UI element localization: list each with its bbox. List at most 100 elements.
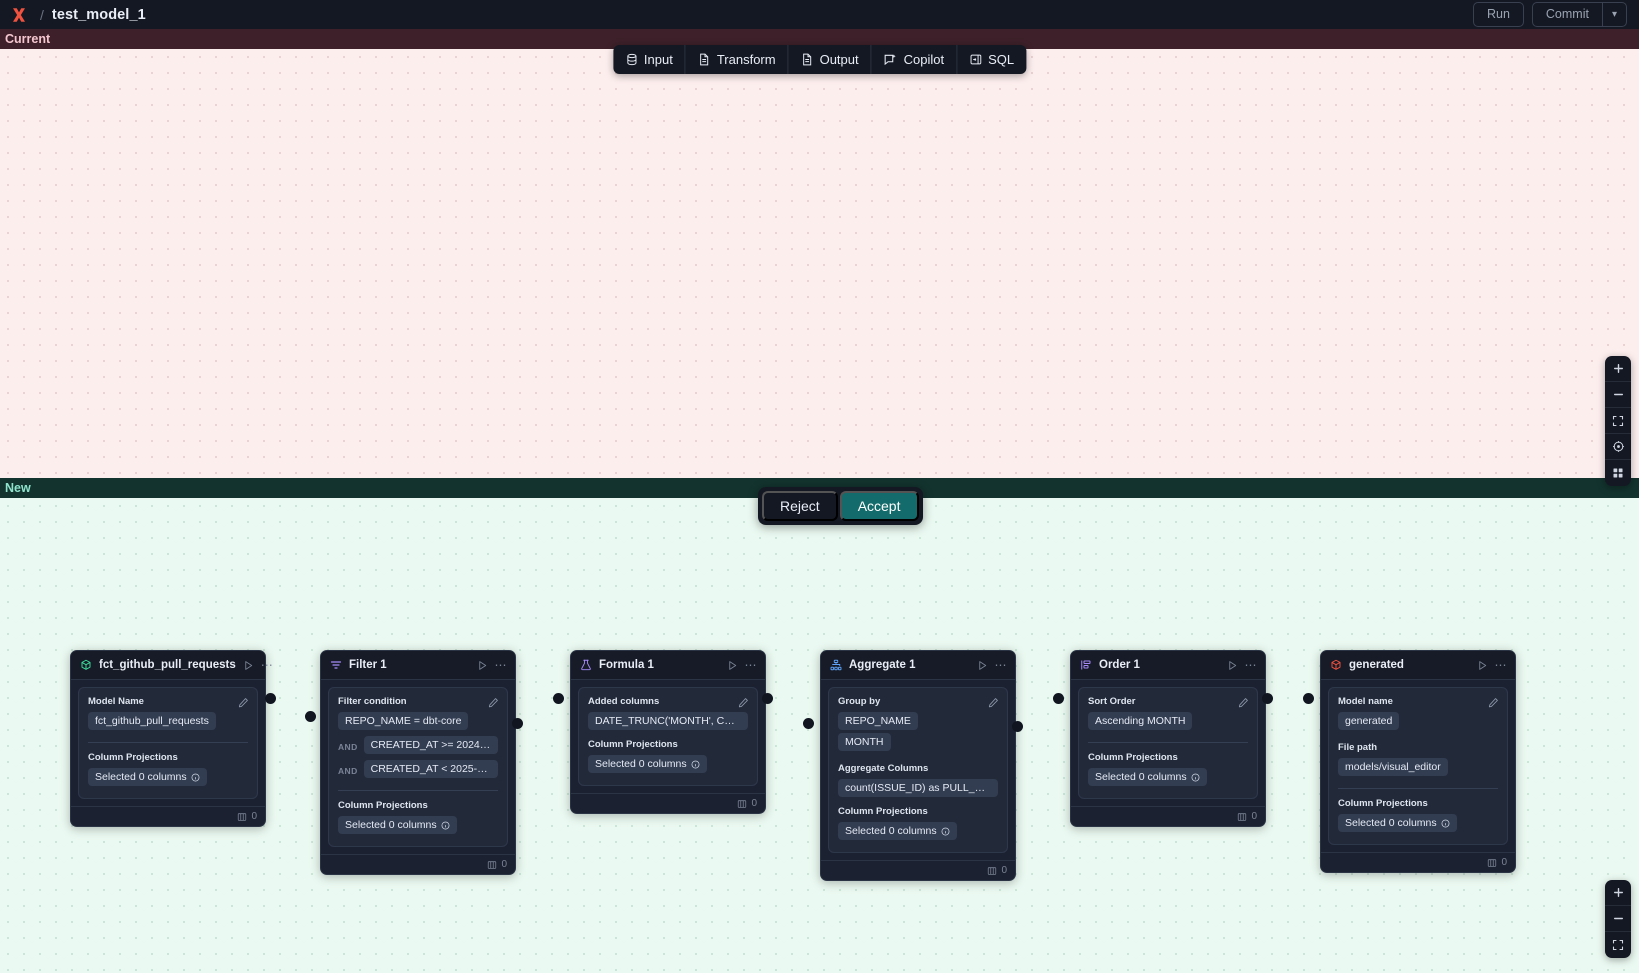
- node-title: Aggregate 1: [849, 659, 916, 671]
- node-menu-icon[interactable]: ⋯: [260, 658, 274, 672]
- condition-chip[interactable]: REPO_NAME = dbt-core: [338, 712, 469, 730]
- zoom-in-icon[interactable]: [1605, 880, 1631, 906]
- edit-pencil-icon[interactable]: [488, 695, 499, 713]
- value-chip[interactable]: MONTH: [838, 733, 891, 751]
- condition-operator: AND: [338, 765, 358, 776]
- value-chip[interactable]: Ascending MONTH: [1088, 712, 1193, 730]
- run-node-icon[interactable]: [1227, 660, 1238, 671]
- node-header[interactable]: generated ⋯: [1321, 651, 1515, 680]
- run-node-icon[interactable]: [1477, 660, 1488, 671]
- chevron-down-icon[interactable]: ▾: [1601, 3, 1626, 26]
- zoom-in-icon[interactable]: [1605, 356, 1631, 382]
- run-node-icon[interactable]: [977, 660, 988, 671]
- filter-condition-row[interactable]: AND CREATED_AT < 2025-03-01: [338, 760, 498, 781]
- run-button[interactable]: Run: [1472, 2, 1524, 27]
- node-menu-icon[interactable]: ⋯: [994, 658, 1007, 672]
- value-chip[interactable]: REPO_NAME: [838, 712, 918, 730]
- value-chip[interactable]: Selected 0 columns: [838, 822, 957, 840]
- value-chip[interactable]: Selected 0 columns: [88, 768, 207, 786]
- row-count-icon: [737, 799, 747, 809]
- node-title: Formula 1: [599, 659, 654, 671]
- zoom-out-icon[interactable]: [1605, 382, 1631, 408]
- value-chip[interactable]: DATE_TRUNC('MONTH', CREATED_AT...: [588, 712, 748, 730]
- canvas-current[interactable]: [0, 49, 1639, 478]
- node-footer: 0: [71, 806, 265, 826]
- condition-operator: AND: [338, 741, 358, 752]
- node-title: generated: [1349, 659, 1404, 671]
- row-count-icon: [237, 812, 247, 822]
- node-header[interactable]: fct_github_pull_requests⋯: [71, 651, 273, 680]
- value-chip[interactable]: Selected 0 columns: [588, 755, 707, 773]
- node-header[interactable]: Formula 1 ⋯: [571, 651, 765, 680]
- row-count-value: 0: [1501, 857, 1507, 868]
- filter-condition-row[interactable]: AND CREATED_AT >= 2024-12-01: [338, 736, 498, 757]
- section-label: Model name: [1338, 696, 1393, 707]
- value-chip[interactable]: Selected 0 columns: [1338, 814, 1457, 832]
- condition-chip[interactable]: CREATED_AT >= 2024-12-01: [363, 736, 498, 754]
- value-chip[interactable]: Selected 0 columns: [338, 816, 457, 834]
- center-target-icon[interactable]: [1605, 434, 1631, 460]
- node-menu-icon[interactable]: ⋯: [1494, 658, 1507, 672]
- toolbar-divider: [787, 45, 789, 74]
- section-label: Column Projections: [838, 806, 928, 817]
- edit-pencil-icon[interactable]: [738, 695, 749, 713]
- commit-button[interactable]: Commit: [1545, 7, 1589, 21]
- node-menu-icon[interactable]: ⋯: [1244, 658, 1257, 672]
- fit-view-icon[interactable]: [1605, 932, 1631, 958]
- accept-button[interactable]: Accept: [839, 491, 919, 521]
- run-node-icon[interactable]: [727, 660, 738, 671]
- run-node-icon[interactable]: [243, 660, 254, 671]
- filter-condition-row[interactable]: REPO_NAME = dbt-core: [338, 712, 498, 733]
- node-menu-icon[interactable]: ⋯: [744, 658, 757, 672]
- node-menu-icon[interactable]: ⋯: [494, 658, 507, 672]
- zoom-out-icon[interactable]: [1605, 906, 1631, 932]
- document-icon: [801, 53, 814, 66]
- node-footer: 0: [821, 860, 1015, 880]
- condition-chip[interactable]: CREATED_AT < 2025-03-01: [363, 760, 498, 778]
- node-title: Order 1: [1099, 659, 1140, 671]
- node-footer: 0: [321, 854, 515, 874]
- toolbar-item-sql[interactable]: SQL: [957, 45, 1026, 74]
- edge-port: [1303, 693, 1314, 704]
- toolbar-item-input[interactable]: Input: [613, 45, 685, 74]
- value-chip[interactable]: generated: [1338, 712, 1400, 730]
- aggregate-icon: [830, 659, 842, 671]
- toolbar-item-output[interactable]: Output: [789, 45, 871, 74]
- x-logo-icon[interactable]: [8, 4, 30, 26]
- row-count-icon: [1237, 812, 1247, 822]
- value-chip[interactable]: models/visual_editor: [1338, 758, 1448, 776]
- edit-pencil-icon[interactable]: [1488, 695, 1499, 713]
- minimap-icon[interactable]: [1605, 460, 1631, 486]
- node-header[interactable]: Order 1 ⋯: [1071, 651, 1265, 680]
- reject-button[interactable]: Reject: [762, 491, 838, 521]
- value-chip[interactable]: count(ISSUE_ID) as PULL_REQUEST_...: [838, 779, 998, 797]
- commit-split-button[interactable]: Commit ▾: [1531, 2, 1627, 27]
- edit-pencil-icon[interactable]: [988, 695, 999, 713]
- toolbar-item-transform[interactable]: Transform: [686, 45, 788, 74]
- toolbar-label: Transform: [716, 52, 776, 67]
- node-header[interactable]: Filter 1⋯: [321, 651, 515, 680]
- fit-view-icon[interactable]: [1605, 408, 1631, 434]
- value-chip[interactable]: fct_github_pull_requests: [88, 712, 216, 730]
- edge-port: [512, 718, 523, 729]
- value-chip[interactable]: Selected 0 columns: [1088, 768, 1207, 786]
- run-node-icon[interactable]: [477, 660, 488, 671]
- edit-pencil-icon[interactable]: [1238, 695, 1249, 713]
- toolbar-item-copilot[interactable]: Copilot: [872, 45, 956, 74]
- node-header[interactable]: Aggregate 1 ⋯: [821, 651, 1015, 680]
- node-footer: 0: [1071, 806, 1265, 826]
- edit-pencil-icon[interactable]: [238, 695, 249, 713]
